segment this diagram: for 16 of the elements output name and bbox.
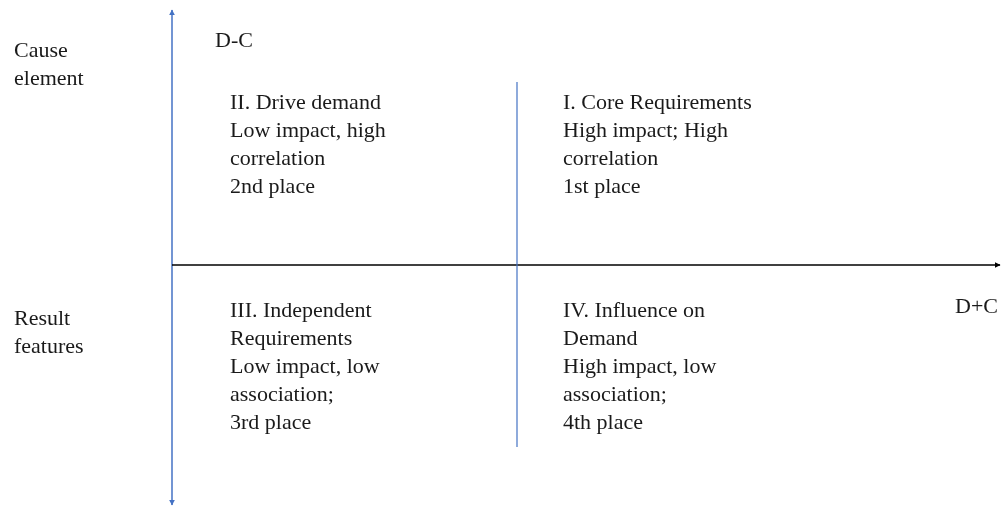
quadrant-description: Low impact, high correlation xyxy=(230,116,387,172)
axis-label: D-C xyxy=(215,26,254,54)
quadrant-title: II. Drive demand xyxy=(230,88,382,116)
axis-label: D+C xyxy=(955,292,999,320)
quadrant-title: I. Core Requirements xyxy=(563,88,753,116)
axis-label: Result features xyxy=(14,304,85,360)
quadrant-rank: 2nd place xyxy=(230,172,316,200)
quadrant-rank: 3rd place xyxy=(230,408,313,436)
quadrant-rank: 4th place xyxy=(563,408,645,436)
quadrant-rank: 1st place xyxy=(563,172,642,200)
quadrant-title: IV. Influence on Demand xyxy=(563,296,706,352)
quadrant-description: High impact; High correlation xyxy=(563,116,729,172)
quadrant-title: III. Independent Requirements xyxy=(230,296,373,352)
axis-label: Cause element xyxy=(14,36,85,92)
quadrant-description: High impact, low association; xyxy=(563,352,718,408)
quadrant-description: Low impact, low association; xyxy=(230,352,381,408)
